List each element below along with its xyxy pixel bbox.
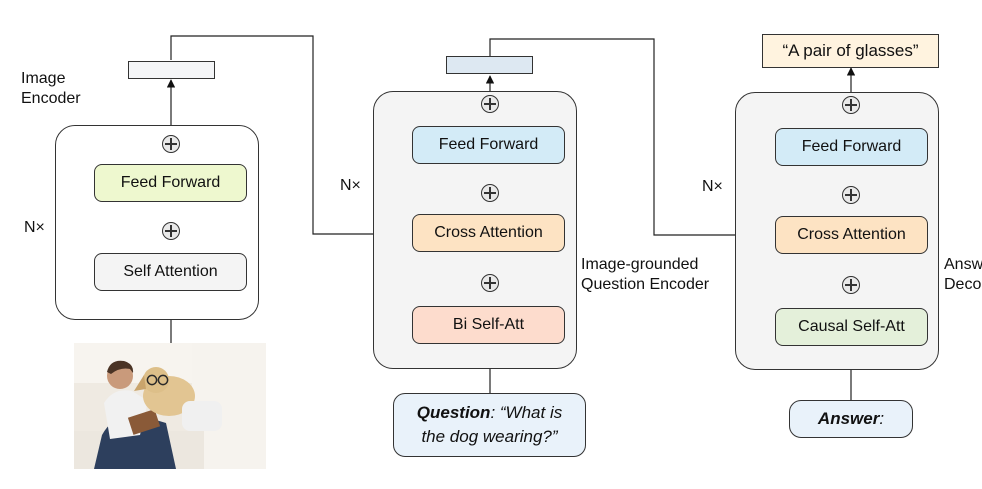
question-input-box: Question: “What is the dog wearing?” xyxy=(393,393,586,457)
image-encoder-title-line2: Encoder xyxy=(21,90,81,107)
question-encoder-title-line2: Question Encoder xyxy=(581,276,710,293)
add-icon xyxy=(481,274,499,292)
answer-decoder-title-line2: Deco xyxy=(944,276,982,293)
feed-forward-block: Feed Forward xyxy=(412,126,565,164)
feed-forward-block: Feed Forward xyxy=(94,164,247,202)
answer-output-box: “A pair of glasses” xyxy=(762,34,939,68)
self-attention-block: Self Attention xyxy=(94,253,247,291)
answer-decoder-title: Answ Deco xyxy=(944,255,982,295)
question-line1: Question: “What is xyxy=(417,401,562,425)
image-encoder-title: Image Encoder xyxy=(21,69,81,109)
bi-self-attention-block: Bi Self-Att xyxy=(412,306,565,344)
image-embedding-to-question-encoder xyxy=(170,35,412,239)
answer-output-text: “A pair of glasses” xyxy=(782,41,919,60)
answer-colon: : xyxy=(879,409,885,428)
question-encoder-title: Image-grounded Question Encoder xyxy=(581,255,709,295)
question-text-line2: the dog wearing?” xyxy=(421,427,558,446)
question-encoder-title-line1: Image-grounded xyxy=(581,256,699,273)
answer-input-line: Answer: xyxy=(818,407,884,431)
cross-attention-block: Cross Attention xyxy=(775,216,928,254)
answer-decoder-title-line1: Answ xyxy=(944,256,982,273)
feed-forward-block: Feed Forward xyxy=(775,128,928,166)
image-encoder-repeat-label: N× xyxy=(24,219,45,236)
add-icon xyxy=(842,276,860,294)
question-encoder-repeat-label: N× xyxy=(340,177,361,194)
cross-attention-block: Cross Attention xyxy=(412,214,565,252)
question-line2: the dog wearing?” xyxy=(421,425,557,449)
question-embedding-to-answer-decoder xyxy=(489,38,773,240)
answer-input-box: Answer: xyxy=(789,400,913,438)
answer-label: Answer xyxy=(817,409,880,428)
question-embedding-token xyxy=(446,56,533,74)
image-encoder-title-line1: Image xyxy=(21,70,66,87)
image-embedding-token xyxy=(128,61,215,79)
add-icon xyxy=(842,186,860,204)
causal-self-attention-block: Causal Self-Att xyxy=(775,308,928,346)
add-icon xyxy=(162,222,180,240)
add-icon xyxy=(842,96,860,114)
add-icon xyxy=(162,135,180,153)
question-label: Question xyxy=(416,403,491,422)
add-icon xyxy=(481,184,499,202)
add-icon xyxy=(481,95,499,113)
photo-illustration xyxy=(74,343,266,469)
answer-decoder-repeat-label: N× xyxy=(702,178,723,195)
question-text-line1: : “What is xyxy=(490,403,563,422)
input-photo-man-with-dog xyxy=(74,343,266,469)
